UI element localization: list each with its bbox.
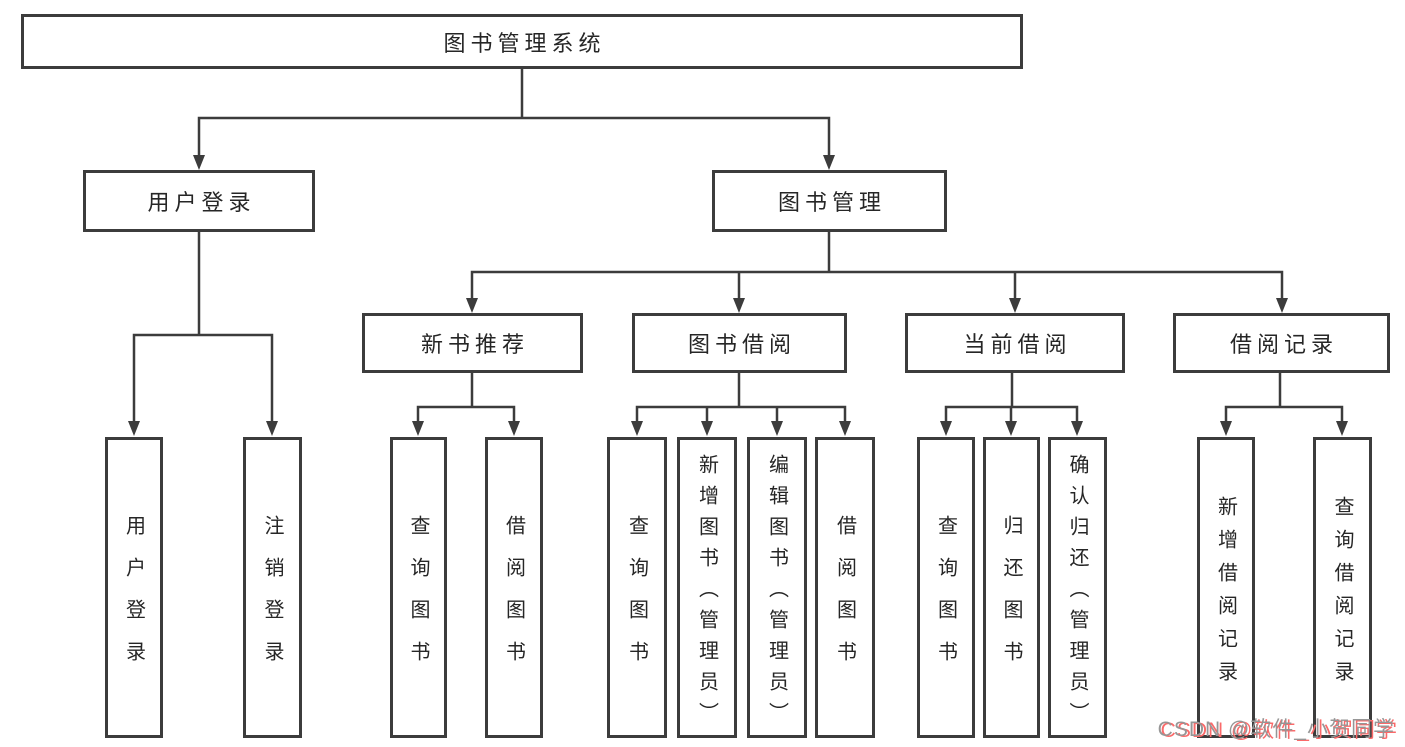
leaf-logout: 注销登录 (243, 437, 302, 738)
leaf-borrow-book-borrow: 借阅图书 (815, 437, 875, 738)
leaf-query-book-borrow: 查询图书 (607, 437, 667, 738)
leaf-add-book-label: 新增图书（管理员） (695, 454, 718, 733)
leaf-query-book-borrow-label: 查询图书 (625, 514, 648, 683)
connector-user-login-to-leaves (132, 232, 274, 423)
leaf-query-book-new: 查询图书 (390, 437, 447, 738)
leaf-return-book: 归还图书 (983, 437, 1040, 738)
leaf-edit-book: 编辑图书（管理员） (747, 437, 807, 738)
connector-book-borrow-to-leaves (635, 373, 847, 422)
leaf-query-book-current-label: 查询图书 (934, 514, 957, 683)
node-book-mgmt-label: 图书管理 (777, 190, 886, 215)
node-root-label: 图书管理系统 (443, 30, 606, 56)
node-new-book-rec: 新书推荐 (362, 313, 583, 373)
leaf-query-book-current: 查询图书 (917, 437, 975, 738)
node-user-login: 用户登录 (83, 170, 315, 232)
connector-root-to-level2 (197, 69, 831, 157)
leaf-add-record-label: 新增借阅记录 (1214, 495, 1237, 694)
node-book-borrow: 图书借阅 (632, 313, 847, 373)
node-book-borrow-label: 图书借阅 (687, 332, 796, 357)
leaf-add-record: 新增借阅记录 (1197, 437, 1255, 738)
node-current-borrow: 当前借阅 (905, 313, 1125, 373)
leaf-query-book-new-label: 查询图书 (407, 514, 429, 683)
connector-new-book-to-leaves (416, 373, 516, 422)
leaf-user-login-label: 用户登录 (122, 514, 145, 683)
leaf-edit-book-label: 编辑图书（管理员） (765, 454, 788, 733)
arrowhead-down-icons (128, 155, 1348, 436)
node-user-login-label: 用户登录 (147, 190, 256, 215)
node-book-mgmt: 图书管理 (712, 170, 947, 232)
leaf-confirm-return-label: 确认归还（管理员） (1066, 454, 1088, 733)
leaf-query-record-label: 查询借阅记录 (1331, 495, 1353, 694)
leaf-add-book: 新增图书（管理员） (677, 437, 737, 738)
node-current-borrow-label: 当前借阅 (963, 332, 1072, 357)
leaf-borrow-book-new: 借阅图书 (485, 437, 543, 738)
csdn-watermark: CSDN @软件_小贺同学 (1157, 718, 1395, 741)
leaf-query-record: 查询借阅记录 (1313, 437, 1372, 738)
connector-records-to-leaves (1224, 373, 1344, 422)
leaf-borrow-book-borrow-label: 借阅图书 (833, 514, 856, 683)
leaf-user-login: 用户登录 (105, 437, 163, 738)
node-new-book-rec-label: 新书推荐 (420, 332, 529, 357)
node-borrow-records: 借阅记录 (1173, 313, 1390, 373)
node-borrow-records-label: 借阅记录 (1229, 332, 1338, 357)
node-root: 图书管理系统 (21, 14, 1023, 69)
connector-book-mgmt-to-level3 (470, 232, 1284, 299)
leaf-logout-label: 注销登录 (261, 514, 283, 683)
leaf-return-book-label: 归还图书 (1000, 514, 1022, 683)
leaf-confirm-return: 确认归还（管理员） (1048, 437, 1107, 738)
connector-current-borrow-to-leaves (944, 373, 1079, 422)
leaf-borrow-book-new-label: 借阅图书 (502, 514, 525, 683)
